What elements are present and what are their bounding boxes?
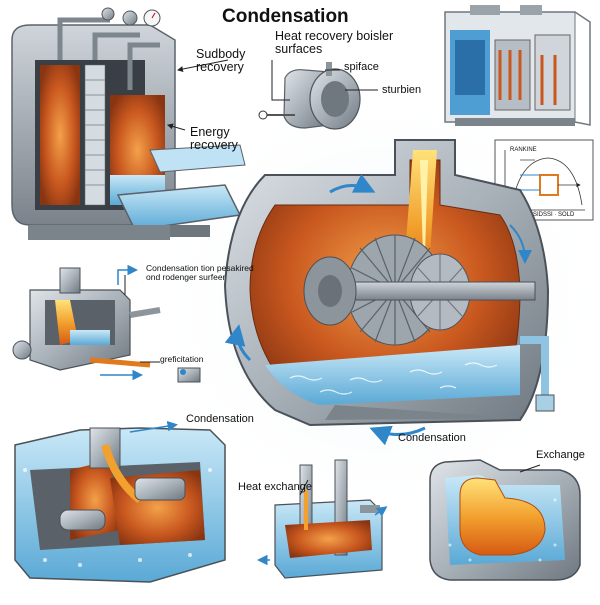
label-condensation-bottom-left: Condensation — [186, 413, 254, 425]
condenser-plant — [444, 5, 591, 126]
label-energy-recovery: Energy recovery — [190, 125, 238, 153]
main-steam-turbine — [223, 139, 555, 446]
page-title: Condensation — [222, 6, 349, 27]
label-exchange: Exchange — [536, 449, 585, 461]
rankine-x-label: SIDSSI · SOLD — [533, 212, 575, 218]
label-grefication: greficitation — [160, 354, 204, 364]
label-spiface: spiface — [344, 61, 379, 73]
exchange-vessel — [429, 459, 581, 581]
rankine-title: RANKINE — [510, 147, 537, 153]
small-turbine — [258, 62, 361, 130]
heat-recovery-boiler — [11, 7, 246, 240]
label-condensation-note: Condensation tion pesakired ond rodenger… — [146, 263, 254, 282]
label-condensation-center: Condensation — [398, 432, 466, 444]
condensation-tank — [14, 420, 226, 583]
heat-exchanger-unit — [12, 264, 201, 383]
leader-lines — [124, 59, 541, 496]
heat-exchange-module — [257, 459, 388, 579]
label-sturbien: sturbien — [382, 84, 422, 96]
label-heat-exchange: Heat exchange — [238, 481, 312, 493]
label-heat-recovery-surfaces: Heat recovery boisler surfaces — [275, 29, 394, 57]
label-subody-recovery: Sudbody recovery — [196, 47, 246, 75]
